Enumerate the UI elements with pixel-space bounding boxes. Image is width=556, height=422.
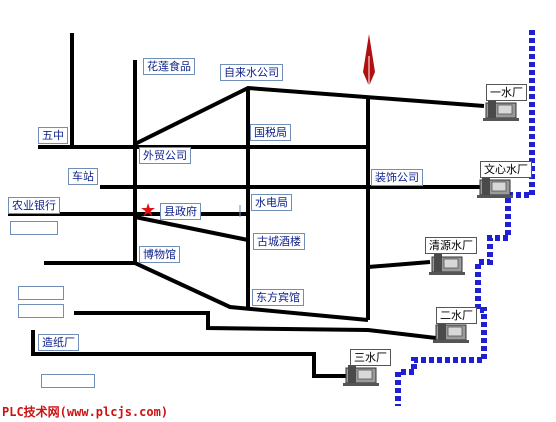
label-plant-2: 二水厂 [436,307,477,324]
label-water-company: 自来水公司 [220,64,283,81]
star-icon: ★ [140,200,156,221]
label-lianhua-food: 花莲食品 [143,58,195,75]
water-pipe [395,30,535,406]
label-ancient-tower: 古城酒楼 [253,233,305,250]
label-museum: 博物馆 [139,246,180,263]
road-diagonal-north [134,85,485,146]
road-qingyuan [367,260,431,269]
blank-box [41,374,95,388]
label-plant-1: 一水厂 [486,84,527,101]
blank-box [10,221,58,235]
label-decoration-company: 装饰公司 [371,169,423,186]
road-papermill [31,330,350,378]
road-south [74,311,437,340]
label-plant-qingyuan: 清源水厂 [425,237,477,254]
label-bus-station: 车站 [68,168,98,185]
pump-station-icon [433,322,469,343]
label-foreign-trade: 外贸公司 [139,147,191,164]
road-diagonal-gov [134,215,249,242]
blank-box [18,304,64,318]
road-museum [44,261,369,322]
label-agri-bank: 农业银行 [8,197,60,214]
label-hydropower-bureau: 水电局 [251,194,292,211]
label-wuzhong: 五中 [38,127,68,144]
pump-station-icon [483,100,519,121]
label-plant-wenxin: 文心水厂 [480,161,532,178]
plant-icons [343,100,519,386]
label-plant-3: 三水厂 [350,349,391,366]
label-paper-mill: 造纸厂 [38,334,79,351]
pump-station-icon [429,254,465,275]
label-dongfang-hotel: 东方宾馆 [252,289,304,306]
footer-watermark: PLC技术网(www.plcjs.com) [2,405,169,419]
pump-station-icon [343,365,379,386]
label-tax-bureau: 国税局 [250,124,291,141]
label-county-gov: 县政府 [160,203,201,220]
road-network [8,33,500,378]
blank-box [18,286,64,300]
pump-station-icon [477,177,513,198]
